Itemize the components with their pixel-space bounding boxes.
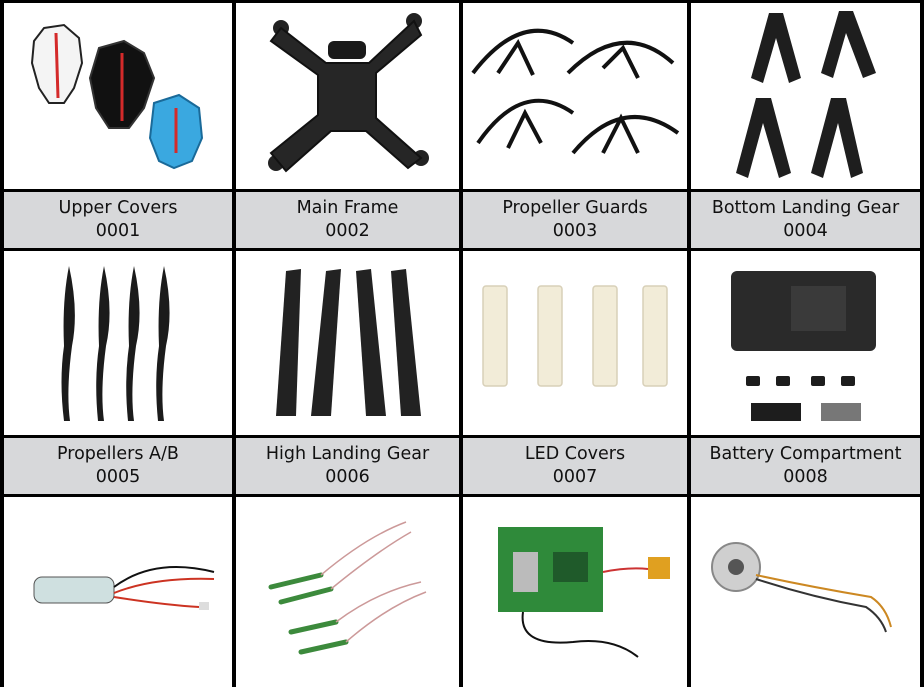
esc-board-image: [4, 497, 232, 687]
part-label-high-landing-gear: High Landing Gear 0006: [236, 438, 459, 494]
part-code: 0003: [552, 221, 598, 241]
upper-covers-image: [4, 3, 232, 189]
propellers-image: [4, 251, 232, 435]
part-name: LED Covers: [524, 444, 626, 464]
grid-line: [0, 0, 4, 687]
grid-line: [0, 494, 924, 497]
receiver-board-image: [463, 497, 687, 687]
part-name: Main Frame: [296, 198, 399, 218]
part-label-upper-covers: Upper Covers 0001: [4, 192, 232, 248]
part-name: Upper Covers: [58, 198, 178, 218]
part-code: 0005: [95, 467, 141, 487]
part-label-battery-compartment: Battery Compartment 0008: [691, 438, 920, 494]
part-name: Bottom Landing Gear: [711, 198, 900, 218]
main-frame-image: [236, 3, 459, 189]
high-landing-gear-image: [236, 251, 459, 435]
propeller-guards-image: [463, 3, 687, 189]
bottom-landing-gear-image: [691, 3, 920, 189]
part-label-led-covers: LED Covers 0007: [463, 438, 687, 494]
part-code: 0004: [783, 221, 828, 241]
part-label-main-frame: Main Frame 0002: [236, 192, 459, 248]
part-name: Propeller Guards: [502, 198, 648, 218]
motor-image: [691, 497, 920, 687]
part-code: 0007: [552, 467, 598, 487]
grid-line: [0, 189, 924, 192]
part-name: Battery Compartment: [709, 444, 902, 464]
grid-line: [687, 0, 691, 687]
grid-line: [459, 0, 463, 687]
part-label-propellers: Propellers A/B 0005: [4, 438, 232, 494]
battery-compartment-image: [691, 251, 920, 435]
grid-line: [920, 0, 924, 687]
part-name: Propellers A/B: [57, 444, 179, 464]
grid-line: [232, 0, 236, 687]
part-code: 0001: [95, 221, 141, 241]
part-code: 0006: [325, 467, 370, 487]
led-boards-image: [236, 497, 459, 687]
part-label-bottom-landing-gear: Bottom Landing Gear 0004: [691, 192, 920, 248]
part-label-propeller-guards: Propeller Guards 0003: [463, 192, 687, 248]
part-code: 0002: [325, 221, 370, 241]
part-code: 0008: [783, 467, 828, 487]
led-covers-image: [463, 251, 687, 435]
grid-line: [0, 248, 924, 251]
part-name: High Landing Gear: [265, 444, 430, 464]
grid-line: [0, 0, 924, 3]
grid-line: [0, 435, 924, 438]
